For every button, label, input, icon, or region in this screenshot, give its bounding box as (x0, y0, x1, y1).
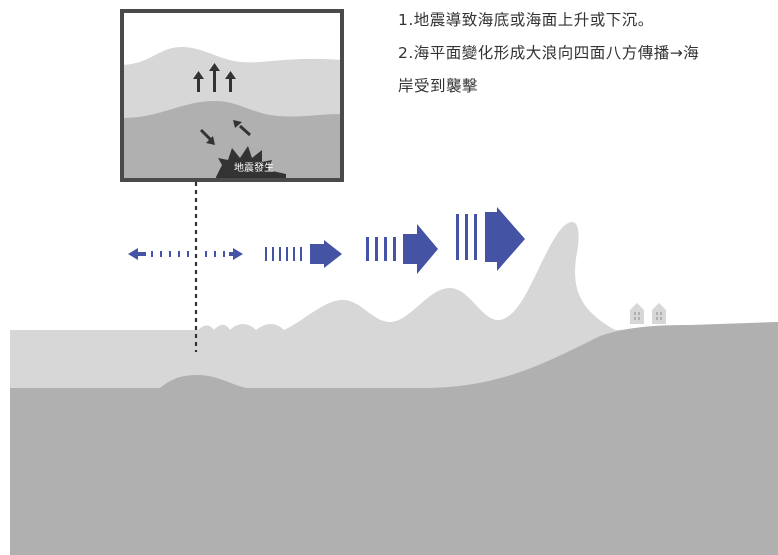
explanation-line-1: 1.地震導致海底或海面上升或下沉。 (398, 11, 654, 29)
explanation-line-2: 2.海平面變化形成大浪向四面八方傳播→海 (398, 44, 700, 62)
bidirectional-arrow-icon (128, 248, 243, 260)
uplift-arrows-icon (193, 63, 236, 92)
seabed (10, 322, 778, 555)
inset-frame (120, 9, 344, 182)
inset-panel (120, 9, 344, 182)
wave-arrow-medium-icon (366, 224, 438, 274)
wave-arrow-large-icon (456, 207, 525, 271)
coastal-houses-icon (630, 303, 666, 324)
inset-seabed (122, 100, 342, 180)
deformation-arrows-icon (199, 120, 252, 145)
epicenter-burst-icon (216, 146, 286, 180)
epicenter-label: 地震發生 (234, 163, 274, 174)
explanation-line-3: 岸受到襲擊 (398, 77, 479, 95)
wave-arrow-small-icon (265, 240, 342, 268)
